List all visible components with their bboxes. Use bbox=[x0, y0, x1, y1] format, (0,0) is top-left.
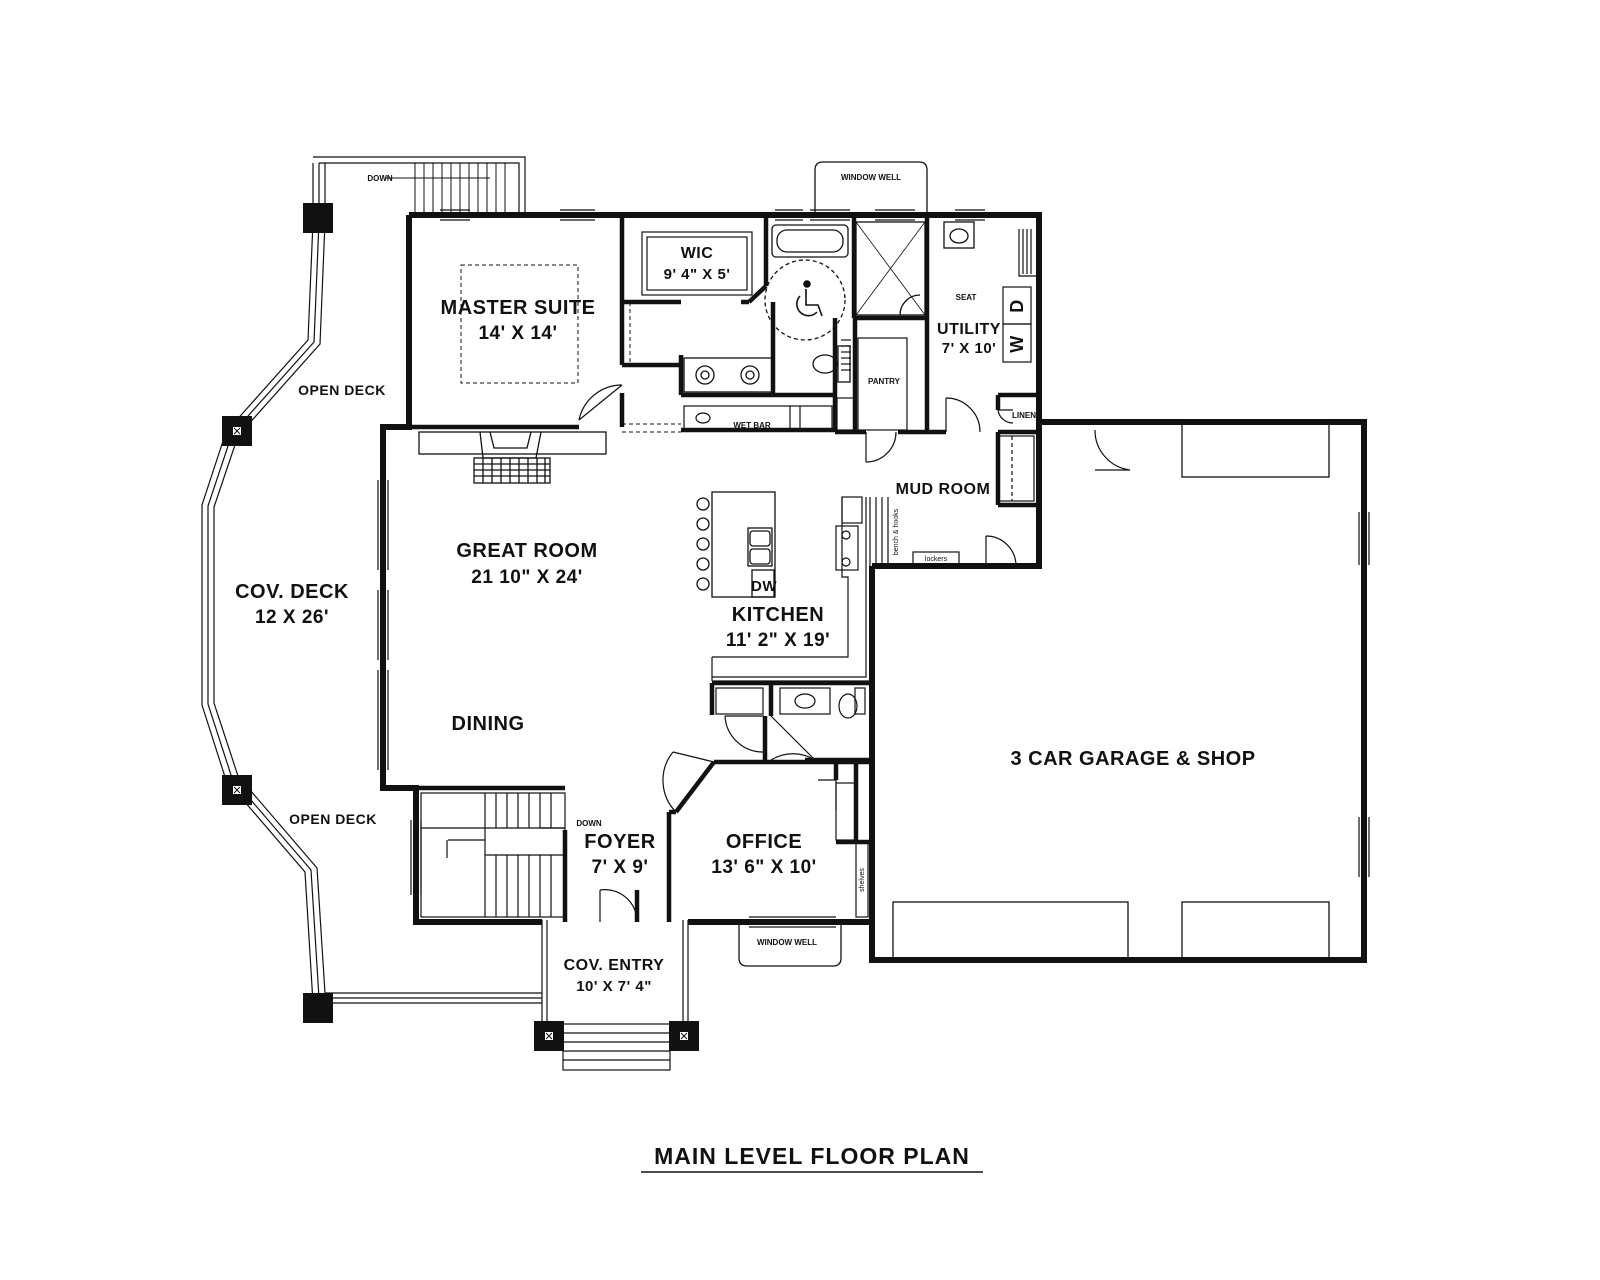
deck-railing bbox=[201, 156, 542, 1004]
label-window-well-top: WINDOW WELL bbox=[841, 173, 901, 182]
dims-wic: 9' 4" X 5' bbox=[664, 266, 731, 283]
bathtub bbox=[771, 224, 849, 258]
label-dining: DINING bbox=[452, 713, 525, 735]
deck-post bbox=[534, 1021, 564, 1051]
deck-post bbox=[222, 775, 252, 805]
label-dishwasher: DW bbox=[751, 578, 777, 595]
deck-stairs-top bbox=[385, 163, 506, 215]
label-down-top: DOWN bbox=[367, 174, 393, 183]
dashed-openings bbox=[621, 302, 681, 433]
label-window-well-bottom: WINDOW WELL bbox=[757, 938, 817, 947]
label-kitchen: KITCHEN bbox=[732, 604, 824, 626]
kitchen-counters bbox=[711, 496, 960, 682]
label-washer: W bbox=[1007, 335, 1027, 353]
windows bbox=[377, 209, 1370, 928]
garage-doors bbox=[892, 423, 1330, 959]
label-wic: WIC bbox=[681, 245, 714, 262]
label-linen: LINEN bbox=[1012, 411, 1036, 420]
label-open-deck-top: OPEN DECK bbox=[298, 382, 386, 398]
shower bbox=[855, 221, 926, 316]
dims-master-suite: 14' X 14' bbox=[478, 323, 557, 344]
deck-posts bbox=[222, 203, 699, 1051]
master-bath-fixtures bbox=[683, 221, 975, 393]
deck-post bbox=[303, 203, 333, 233]
pantry-shelves bbox=[836, 337, 908, 431]
label-down-stairs: DOWN bbox=[576, 819, 602, 828]
door-swings bbox=[578, 384, 1131, 923]
accessible-turning-circle bbox=[764, 259, 846, 341]
dims-great-room: 21 10" X 24' bbox=[471, 567, 582, 588]
label-seat: SEAT bbox=[956, 293, 977, 302]
label-great-room: GREAT ROOM bbox=[456, 540, 597, 562]
dims-kitchen: 11' 2" X 19' bbox=[726, 630, 830, 651]
label-open-deck-bottom: OPEN DECK bbox=[289, 811, 377, 827]
label-master-suite: MASTER SUITE bbox=[441, 297, 596, 319]
kitchen-island bbox=[696, 491, 776, 598]
label-shelves: shelves bbox=[859, 868, 866, 892]
deck-post bbox=[222, 416, 252, 446]
powder-room-fixtures bbox=[715, 687, 869, 918]
plan-title: MAIN LEVEL FLOOR PLAN bbox=[654, 1143, 970, 1169]
label-bench-hooks: bench & hooks bbox=[893, 508, 900, 555]
accessibility-icon bbox=[796, 280, 823, 317]
label-wet-bar: WET BAR bbox=[733, 421, 771, 430]
label-dryer: D bbox=[1007, 299, 1027, 313]
label-utility: UTILITY bbox=[937, 321, 1001, 338]
label-garage: 3 CAR GARAGE & SHOP bbox=[1010, 748, 1255, 770]
fireplace bbox=[418, 431, 607, 484]
label-foyer: FOYER bbox=[584, 831, 655, 853]
wet-bar bbox=[683, 405, 833, 431]
label-mud-room: MUD ROOM bbox=[896, 481, 991, 498]
dims-utility: 7' X 10' bbox=[942, 340, 997, 357]
label-cov-deck: COV. DECK bbox=[235, 581, 349, 603]
covered-entry bbox=[541, 920, 689, 1071]
tray-ceiling bbox=[460, 264, 579, 384]
window-well-bottom bbox=[738, 923, 842, 967]
dims-office: 13' 6" X 10' bbox=[711, 857, 816, 878]
dims-cov-deck: 12 X 26' bbox=[255, 607, 329, 628]
interior-stairs bbox=[420, 792, 566, 918]
wic-shelving bbox=[641, 231, 753, 296]
label-lockers: lockers bbox=[925, 556, 948, 563]
label-pantry: PANTRY bbox=[868, 377, 901, 386]
label-cov-entry: COV. ENTRY bbox=[564, 957, 665, 974]
deck-post bbox=[303, 993, 333, 1023]
window-well-top bbox=[814, 161, 928, 213]
deck-post bbox=[669, 1021, 699, 1051]
dims-foyer: 7' X 9' bbox=[592, 857, 649, 878]
laundry bbox=[997, 229, 1037, 502]
label-office: OFFICE bbox=[726, 831, 802, 853]
dims-cov-entry: 10' X 7' 4" bbox=[576, 978, 652, 995]
vanity bbox=[683, 357, 773, 393]
